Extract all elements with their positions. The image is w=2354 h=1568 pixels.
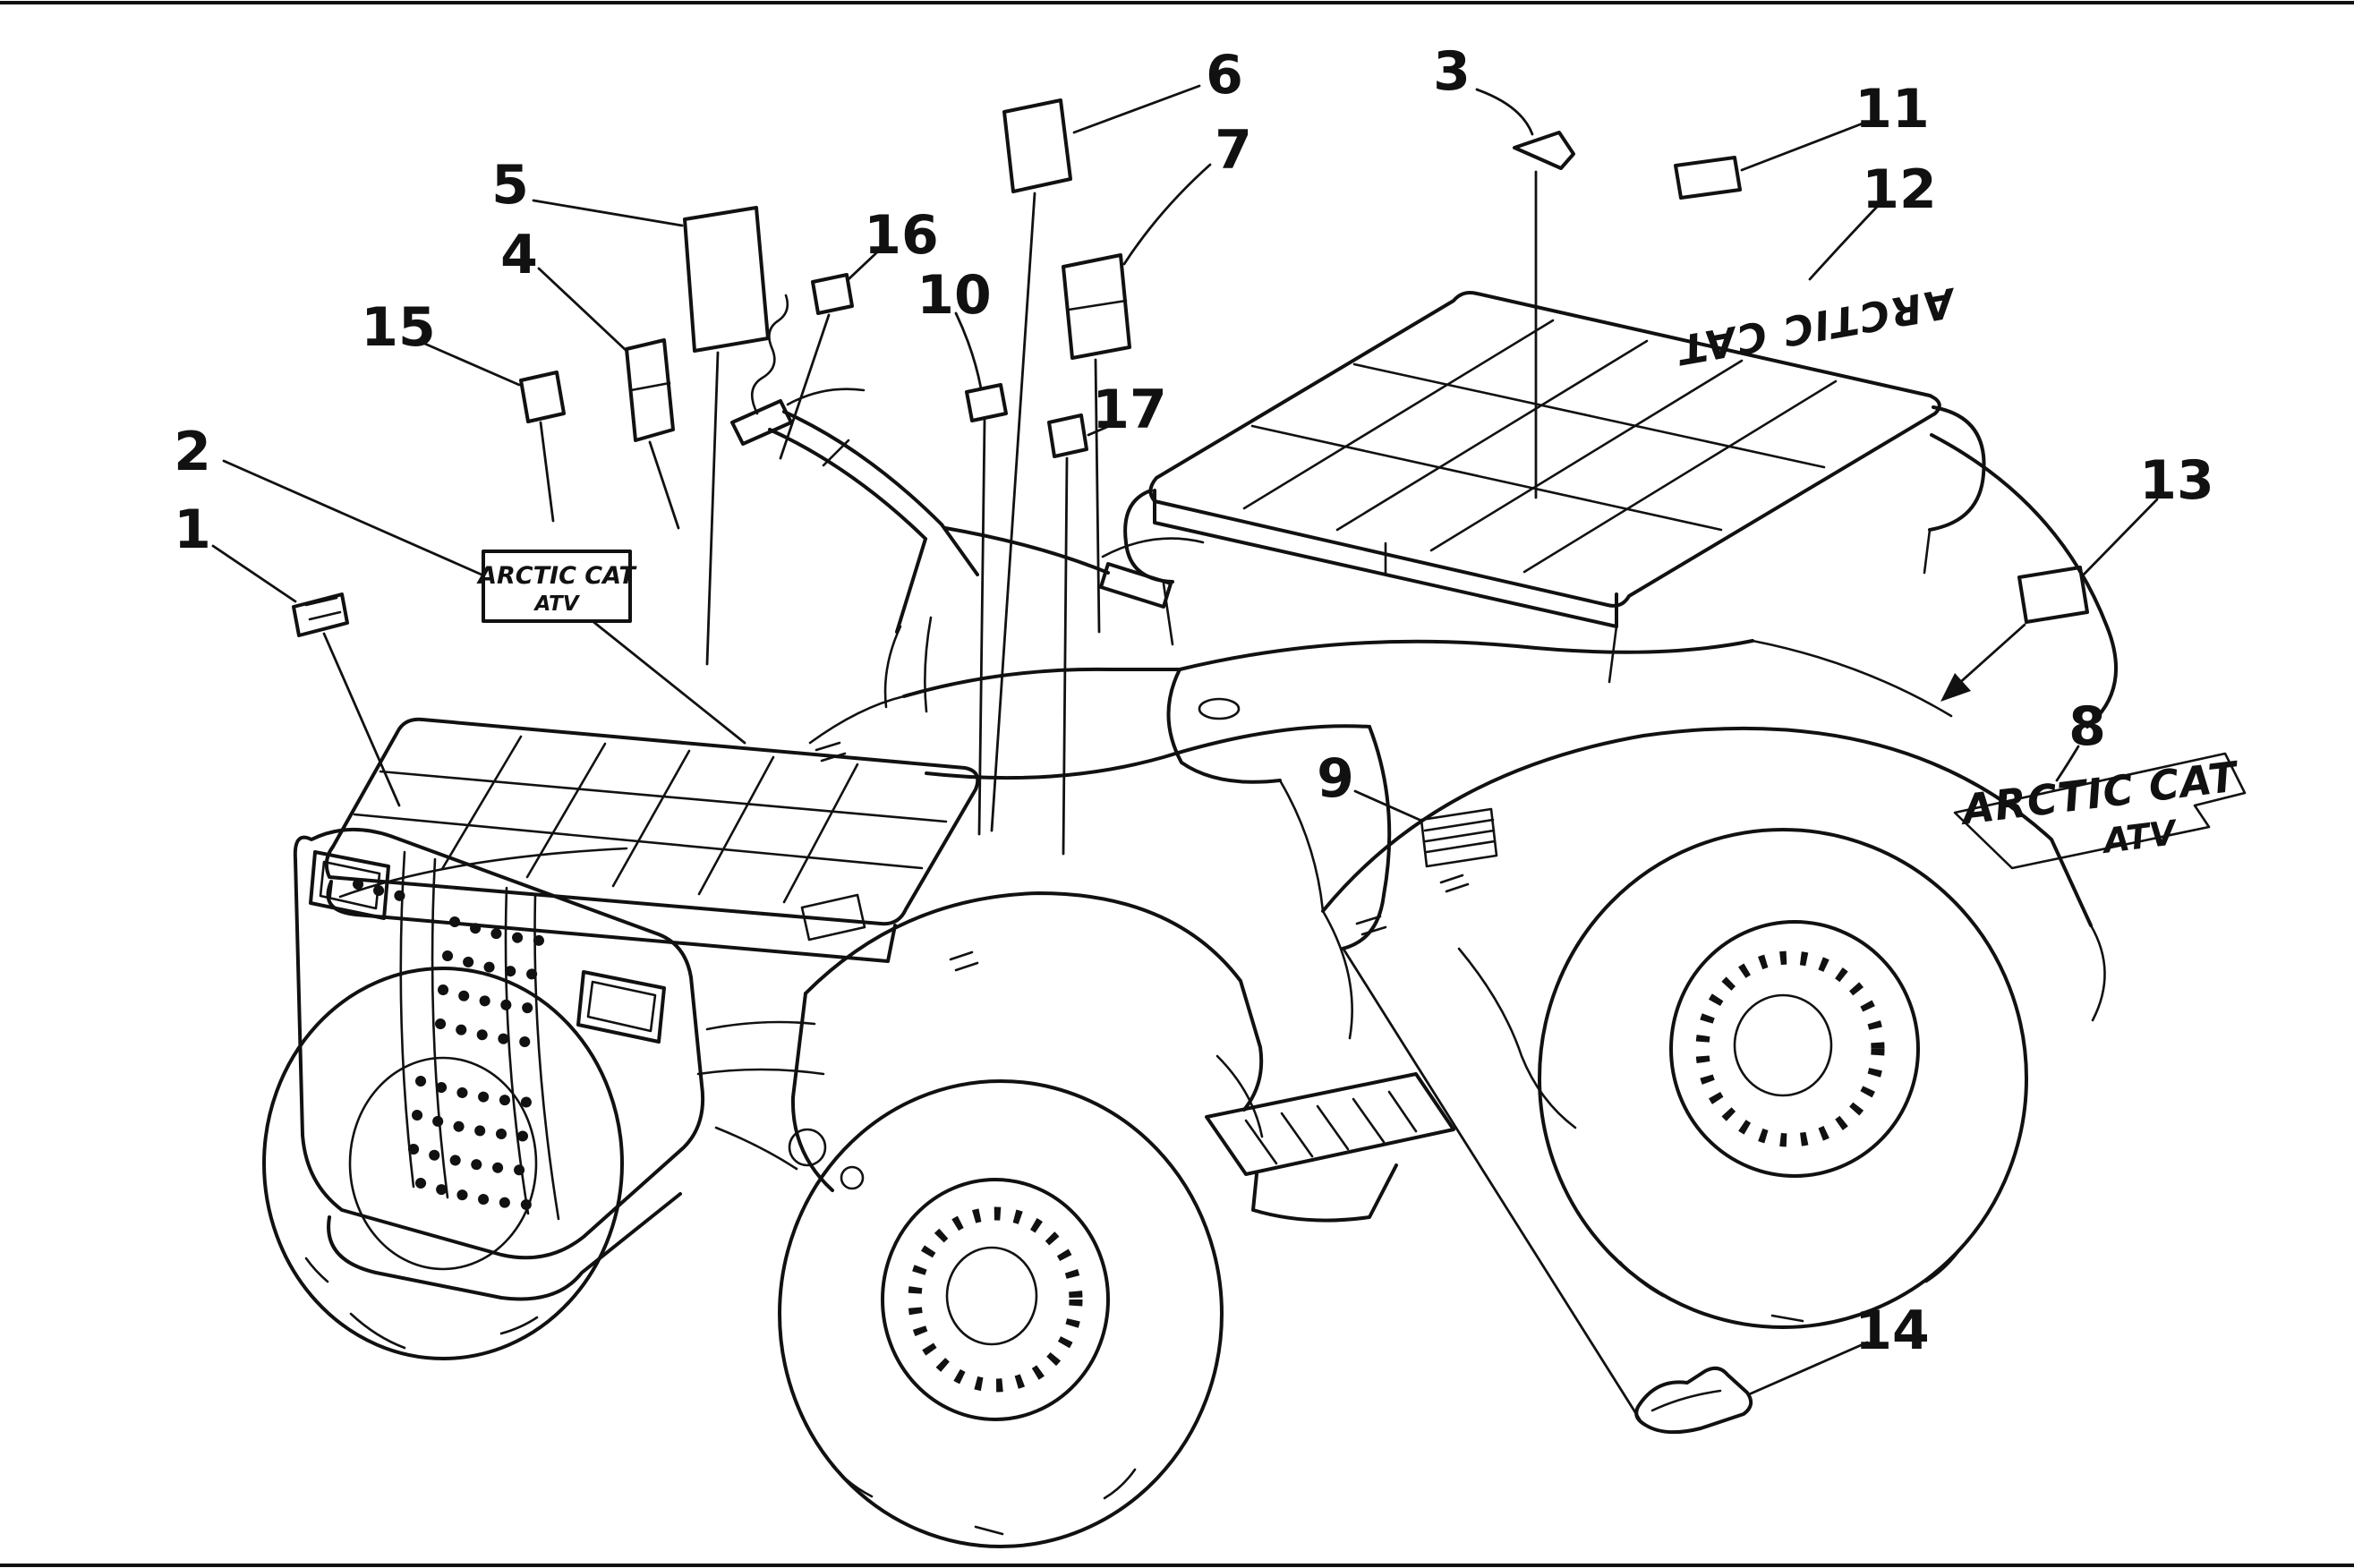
body-panels [790, 433, 2118, 1192]
brush-guard [293, 827, 705, 1301]
decal-shape-10 [965, 383, 1008, 422]
decal-shape-4 [625, 338, 675, 442]
callout-17: 17 [1092, 379, 1167, 441]
rear-rack [1123, 291, 1986, 684]
guard-vent-dots [353, 879, 556, 1210]
front-rack [324, 717, 980, 963]
decal-shape-13 [2017, 566, 2089, 624]
callout-numbers: 1 2 3 4 5 6 7 8 9 10 11 12 13 14 15 16 1… [174, 40, 2214, 1362]
decal-shape-16 [811, 273, 854, 315]
footboard [1205, 1072, 1455, 1223]
callout-11: 11 [1855, 78, 1930, 141]
decal-shape-7 [1062, 253, 1131, 360]
undercarriage [696, 947, 1577, 1190]
rack-reversed-decal: ARCTIC CAT [1673, 278, 1961, 374]
tank-box-decal-line1: ARCTIC CAT [476, 562, 637, 590]
callout-15: 15 [361, 296, 436, 359]
rear-fender-logo-decal: ARCTIC CAT ATV [1953, 752, 2247, 870]
callout-8: 8 [2068, 695, 2106, 758]
callout-6: 6 [1206, 44, 1243, 107]
callout-1: 1 [174, 499, 211, 561]
rear-fender-logo-line2: ATV [2099, 813, 2180, 861]
far-front-wheel [262, 967, 624, 1360]
callout-5: 5 [491, 154, 529, 217]
side-panel-decal-target [1420, 807, 1498, 868]
rear-fender-logo-line1: ARCTIC CAT [1957, 752, 2242, 834]
callout-10: 10 [917, 264, 992, 327]
decal-shape-6 [1002, 98, 1072, 193]
atv-line-art [262, 291, 2118, 1548]
decal-shape-1 [292, 592, 349, 637]
headlight-right [576, 970, 666, 1044]
tank-box-decal: ARCTIC CAT ATV [476, 550, 637, 623]
callout-16: 16 [864, 204, 939, 267]
decal-shape-17 [1047, 413, 1088, 458]
tank-box-decal-line2: ATV [533, 592, 580, 616]
rear-wheel [1538, 828, 2028, 1329]
decal-shape-5 [683, 206, 770, 353]
leader-lines [211, 84, 2159, 1421]
decal-shape-15 [519, 371, 566, 423]
decal-shape-3 [1513, 131, 1575, 170]
callout-3: 3 [1433, 40, 1471, 103]
decal-shape-14 [1634, 1366, 1753, 1435]
callout-14: 14 [1855, 1300, 1930, 1362]
callout-9: 9 [1317, 747, 1354, 810]
decal-shape-11 [1674, 156, 1742, 200]
front-wheel [778, 1079, 1224, 1548]
callout-4: 4 [500, 224, 538, 286]
handlebars [730, 294, 1205, 713]
callout-12: 12 [1862, 158, 1937, 221]
callout-13: 13 [2139, 449, 2214, 512]
callout-7: 7 [1215, 119, 1252, 182]
callout-2: 2 [174, 421, 211, 483]
arrowhead-13 [1940, 673, 1971, 702]
headlight-left [309, 850, 390, 920]
rack-reversed-text: ARCTIC CAT [1673, 278, 1961, 374]
